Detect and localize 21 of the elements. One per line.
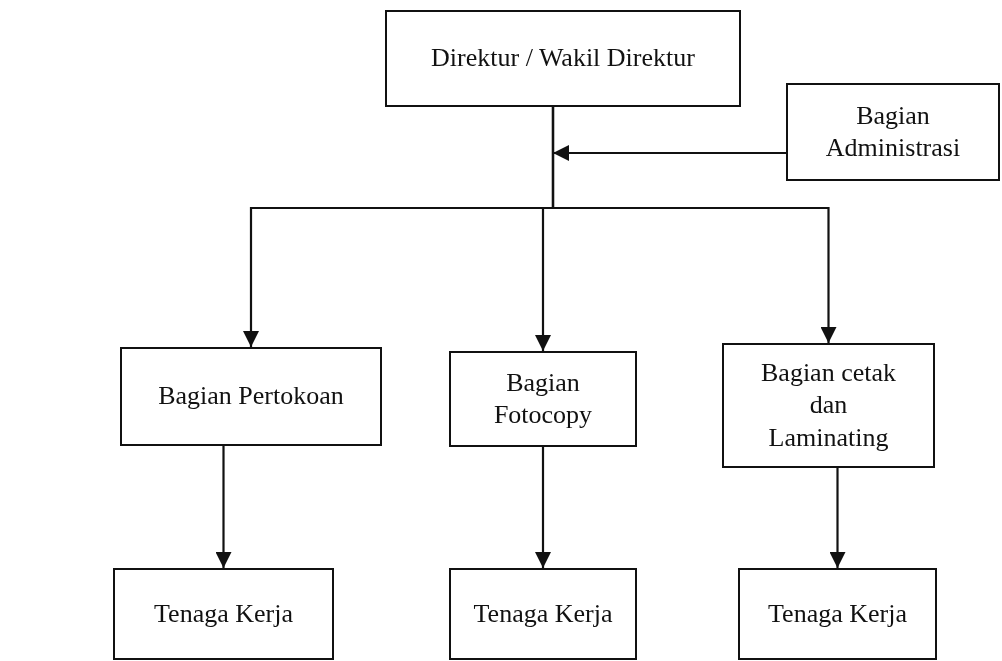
org-box [385,10,741,107]
arrow [829,468,846,568]
arrow [535,447,551,568]
org-box [786,83,1000,181]
org-box [449,568,637,660]
org-box [722,343,935,468]
box-label: Direktur / Wakil Direktur [431,42,695,75]
arrow [553,145,786,161]
org-box [120,347,382,446]
box-label: Bagian Fotocopy [492,366,594,431]
box-label: Tenaga Kerja [473,597,613,630]
org-box [738,568,937,660]
box-label: Bagian Pertokoan [158,380,344,413]
box-label: Tenaga Kerja [768,597,907,630]
box-label: Bagian cetak dan Laminating [760,356,897,454]
box-label: Tenaga Kerja [154,597,293,630]
box-label: Bagian Administrasi [824,99,962,164]
org-box [113,568,334,660]
arrow [215,446,232,568]
arrow [551,107,837,343]
org-box [449,351,637,447]
